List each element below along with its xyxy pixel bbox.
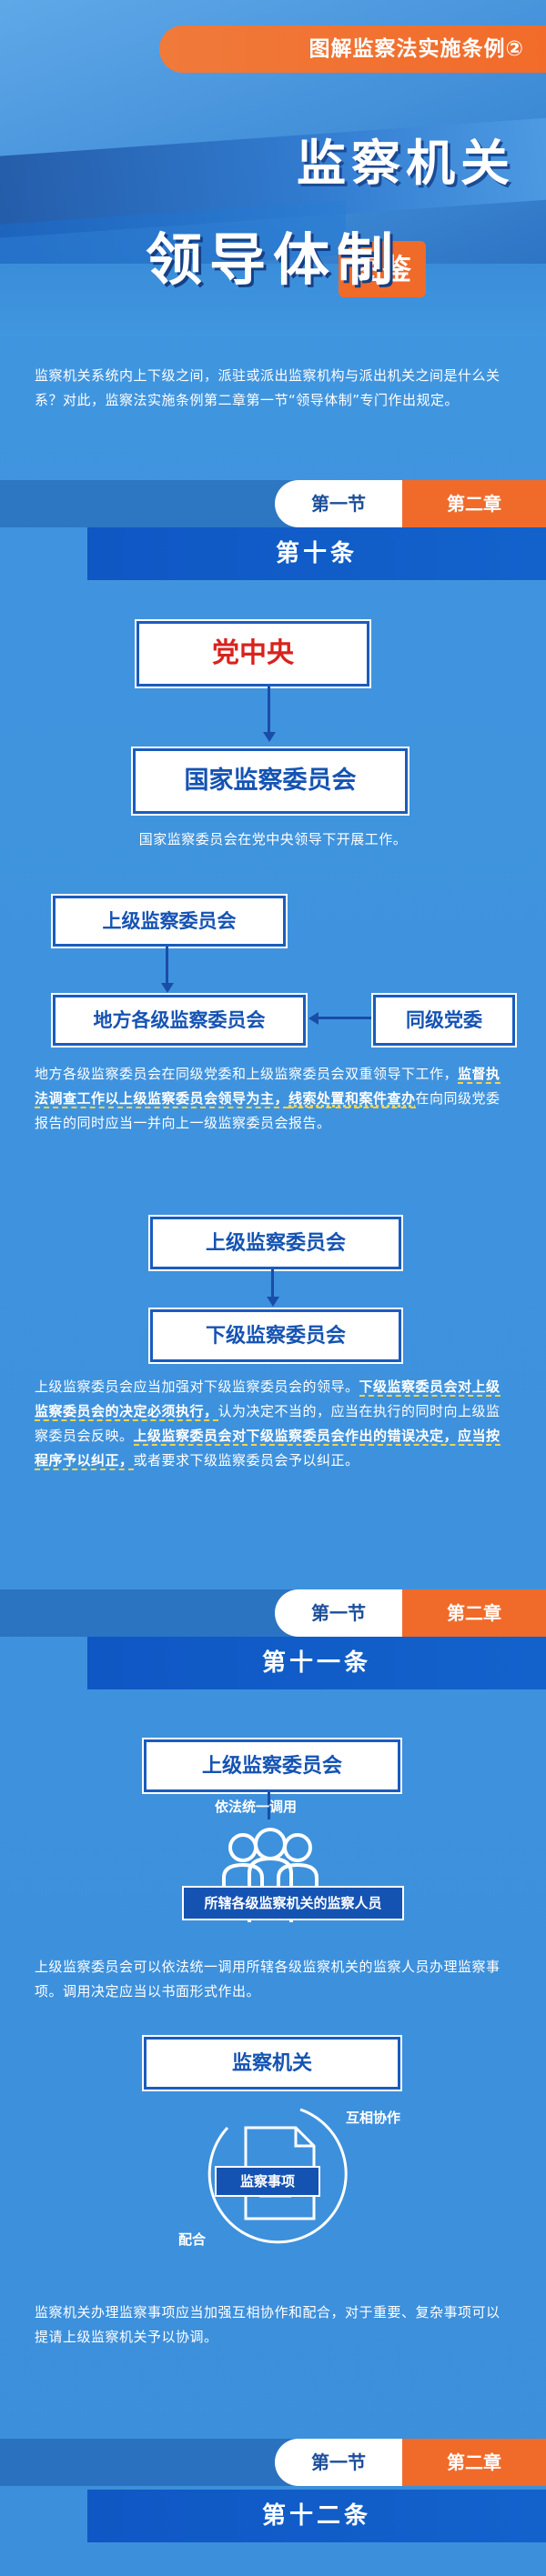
text-run: 或者要求下级监察委员会予以纠正。	[133, 1452, 359, 1468]
title-line-1: 监察机关	[297, 134, 515, 192]
art10-text-3: 上级监察委员会应当加强对下级监察委员会的领导。下级监察委员会对上级监察委员会的决…	[35, 1375, 511, 1473]
highlight-run: 上级监察委员会对下级监察委员会作出的错误决定，应当按程序予以纠正，	[35, 1428, 500, 1470]
section-label: 第一节	[275, 480, 402, 527]
connector-line	[166, 947, 168, 985]
chapter-label: 第二章	[402, 1589, 546, 1637]
text-run: 在向同级党委报告的同时应当一并向上一级监察委员会报告。	[35, 1090, 500, 1131]
matter-label: 监察事项	[215, 2166, 320, 2197]
header: 图解监察法实施条例② 监察机关 图鉴 领导体制	[0, 0, 546, 336]
party-committee-box: 同级党委	[373, 995, 515, 1046]
connector-line	[318, 1017, 373, 1019]
article-title: 第十二条	[87, 2490, 546, 2542]
highlight-run: 监督执法调查工作以上级监察委员会领导为主，	[35, 1066, 500, 1108]
article-title: 第十条	[87, 527, 546, 580]
connector-line	[268, 1792, 270, 1819]
section-label: 第一节	[275, 1589, 402, 1637]
text-run: 上级监察委员会应当加强对下级监察委员会的领导。	[35, 1378, 359, 1395]
text-run: 地方各级监察委员会在同级党委和上级监察委员会双重领导下工作，	[35, 1066, 459, 1082]
intro-paragraph: 监察机关系统内上下级之间，派驻或派出监察机构与派出机关之间是什么关系？对此，监察…	[35, 367, 500, 408]
art10-text-1: 国家监察委员会在党中央领导下开展工作。	[138, 831, 408, 847]
section-label: 第一节	[275, 2439, 402, 2486]
staff-label: 所辖各级监察机关的监察人员	[182, 1886, 404, 1920]
party-central-box: 党中央	[136, 621, 369, 687]
tujie-badge: 图鉴	[339, 241, 426, 297]
series-title: 图解监察法实施条例②	[308, 37, 524, 61]
highlight-run: 下级监察委员会对上级监察委员会的决定必须执行，	[35, 1378, 500, 1421]
transfer-label: 依法统一调用	[215, 1799, 298, 1815]
local-commission-box: 地方各级监察委员会	[53, 995, 306, 1046]
connector-line	[268, 687, 270, 734]
arrow-down-icon	[263, 732, 276, 742]
highlight-run: 线索处置和案件查办	[288, 1090, 416, 1108]
upper-commission-box-2: 上级监察委员会	[150, 1217, 401, 1269]
cooperate-label: 互相协作	[346, 2110, 401, 2126]
upper-commission-box: 上级监察委员会	[53, 896, 286, 947]
art11-text-2: 监察机关办理监察事项应当加强互相协作和配合，对于重要、复杂事项可以提请上级监察机…	[35, 2304, 500, 2345]
arrow-down-icon	[161, 983, 174, 993]
article-title: 第十一条	[87, 1637, 546, 1689]
arrow-left-icon	[308, 1012, 318, 1025]
people-group-icon	[222, 1828, 318, 1922]
chapter-label: 第二章	[402, 2439, 546, 2486]
chapter-bar: 第一节 第二章	[0, 1589, 546, 1637]
connector-line	[271, 1269, 274, 1298]
text-run: 认为决定不当的，应当在执行的同时向上级监察委员会反映。	[35, 1403, 500, 1444]
header-stripe	[0, 264, 546, 336]
lower-commission-box: 下级监察委员会	[150, 1309, 401, 1362]
chapter-bar: 第一节 第二章	[0, 480, 546, 527]
title-line-2: 领导体制	[145, 226, 400, 293]
national-commission-box: 国家监察委员会	[133, 748, 408, 814]
arrow-down-icon	[267, 1297, 279, 1307]
art10-text-2: 地方各级监察委员会在同级党委和上级监察委员会双重领导下工作，监督执法调查工作以上…	[35, 1062, 511, 1136]
series-banner: 图解监察法实施条例②	[159, 25, 546, 73]
upper-commission-box-3: 上级监察委员会	[144, 1739, 400, 1792]
assist-label: 配合	[178, 2231, 207, 2248]
art11-text-1: 上级监察委员会可以依法统一调用所辖各级监察机关的监察人员办理监察事项。调用决定应…	[35, 1959, 500, 2000]
chapter-label: 第二章	[402, 480, 546, 527]
supervisory-organ-box: 监察机关	[144, 2037, 400, 2090]
chapter-bar: 第一节 第二章	[0, 2439, 546, 2486]
